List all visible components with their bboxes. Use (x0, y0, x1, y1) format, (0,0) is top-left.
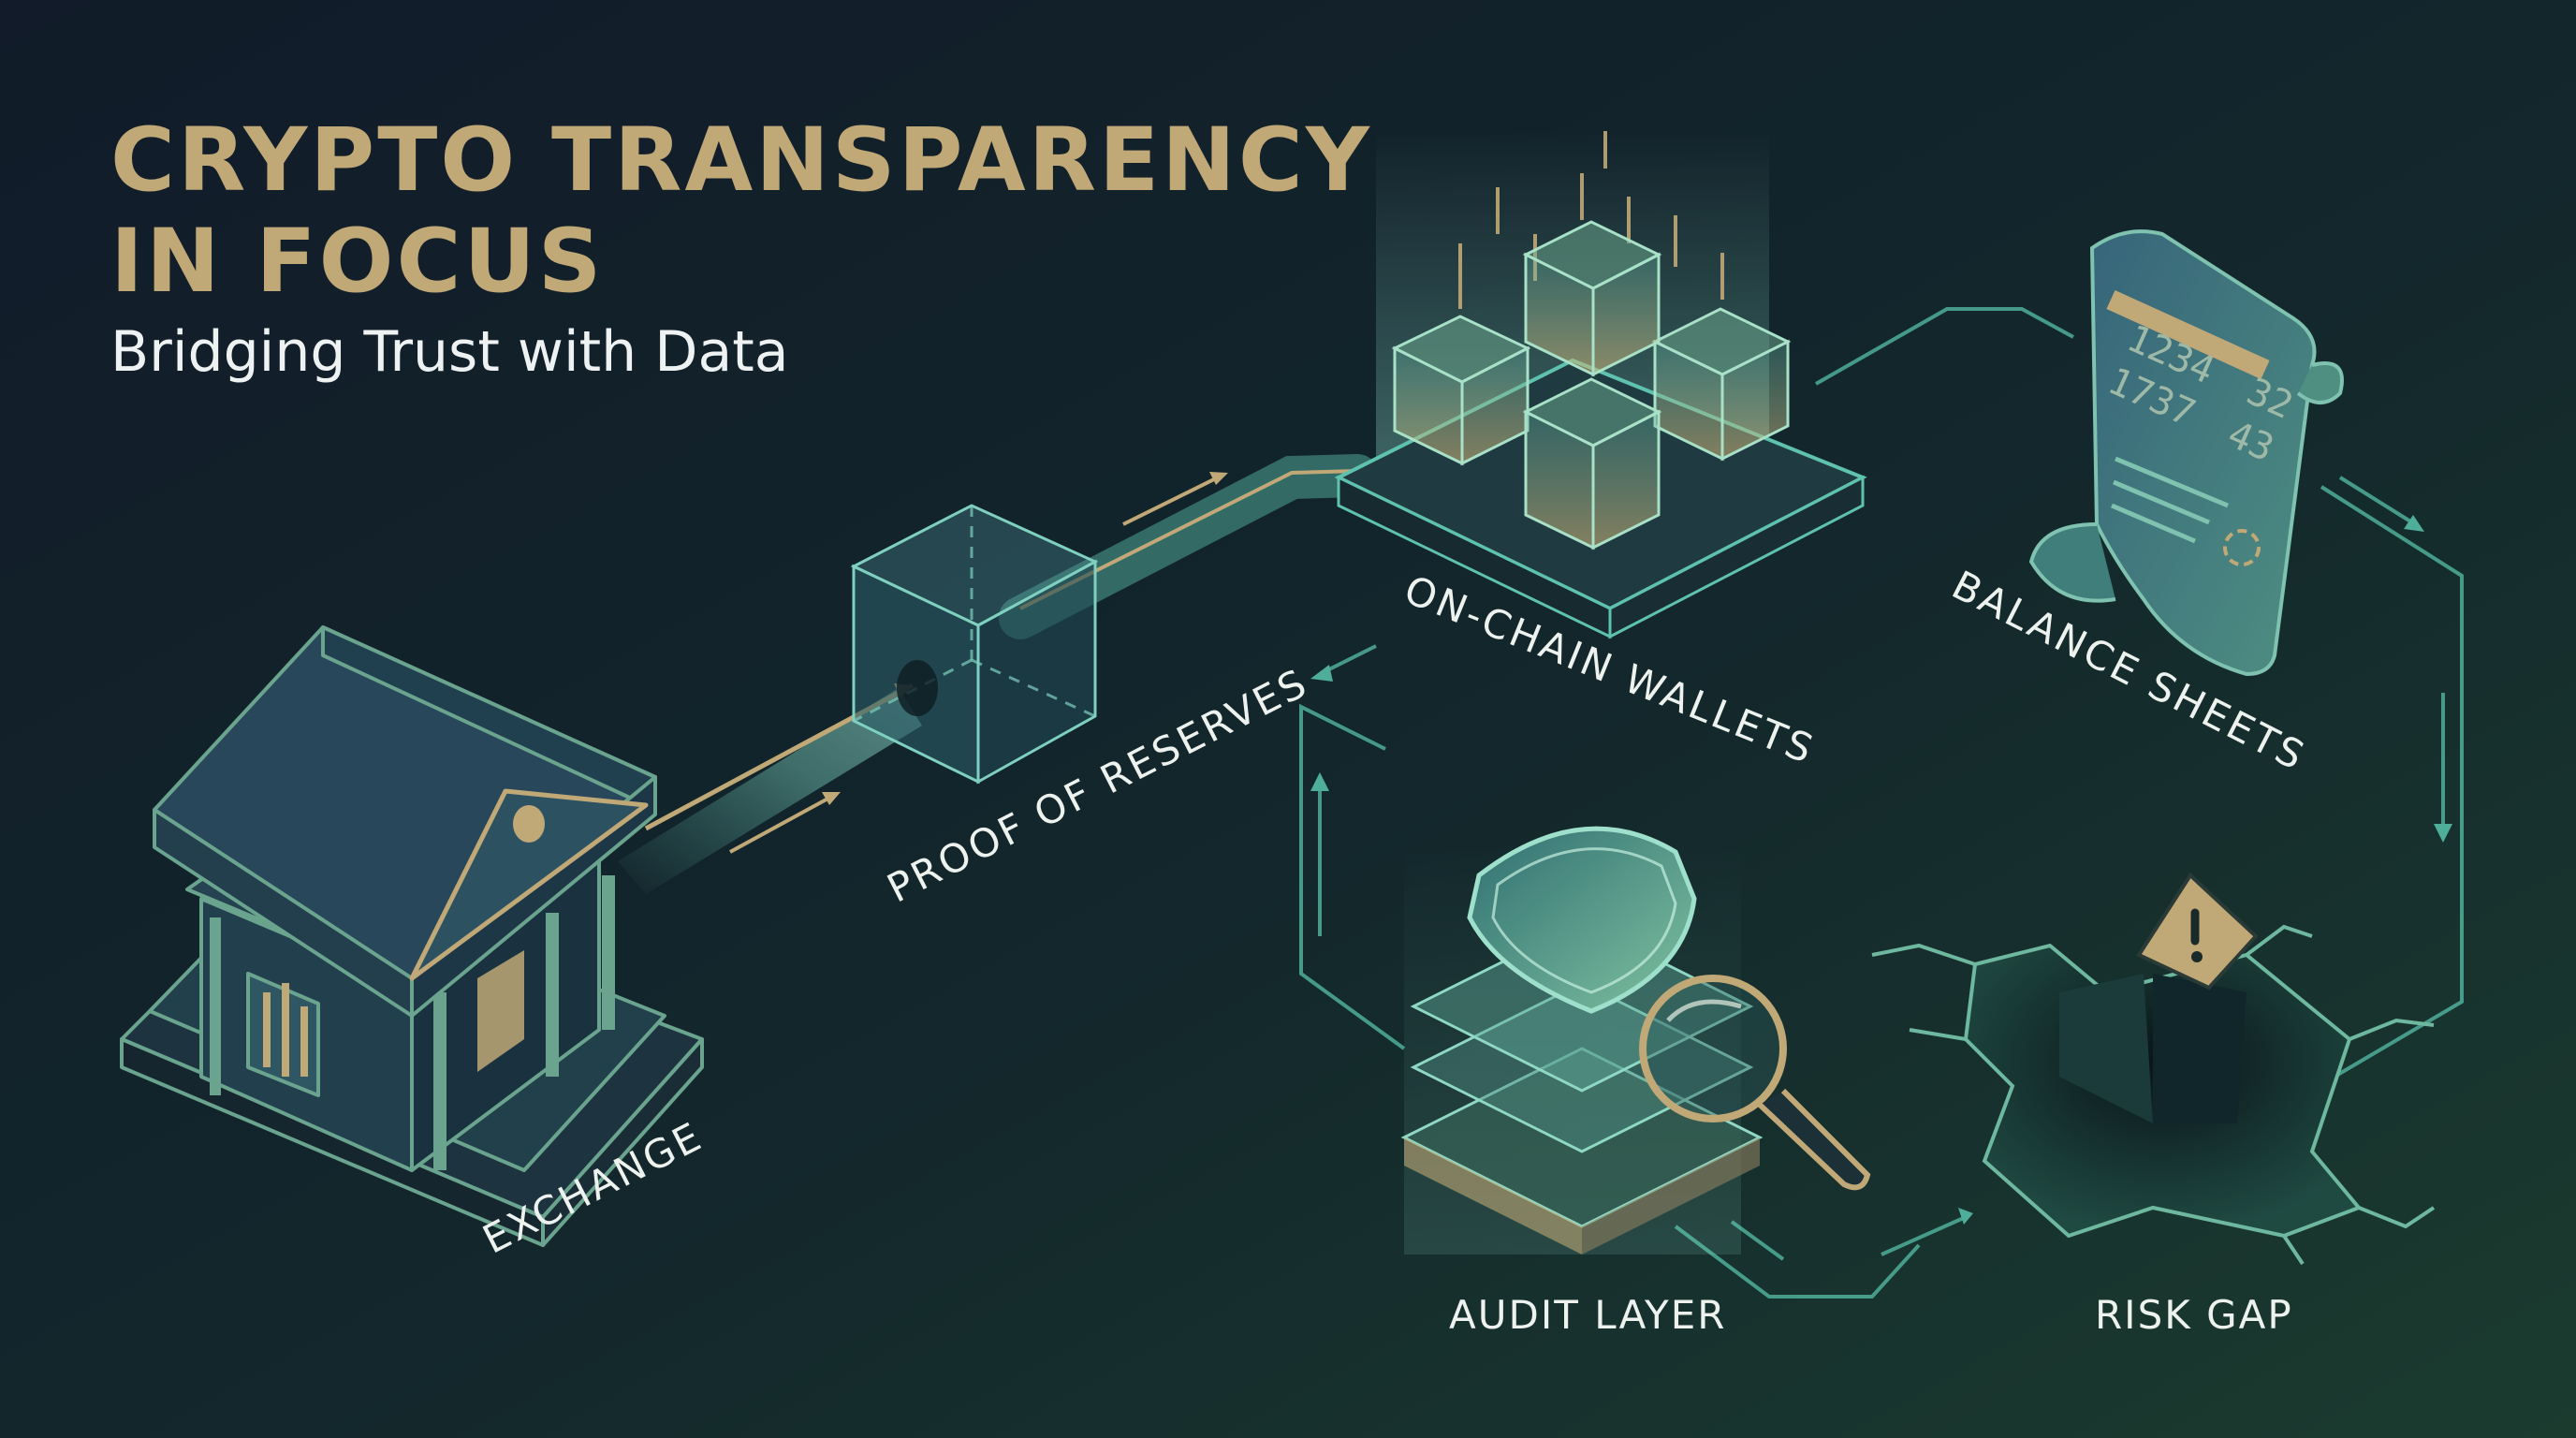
label-risk-gap: RISK GAP (2095, 1292, 2293, 1338)
title-line-1: CRYPTO TRANSPARENCY (110, 110, 1372, 212)
title-line-2: IN FOCUS (110, 212, 1372, 313)
page-title: CRYPTO TRANSPARENCY IN FOCUS (110, 110, 1372, 313)
label-audit-layer: AUDIT LAYER (1449, 1292, 1726, 1338)
page-subtitle: Bridging Trust with Data (110, 316, 789, 388)
